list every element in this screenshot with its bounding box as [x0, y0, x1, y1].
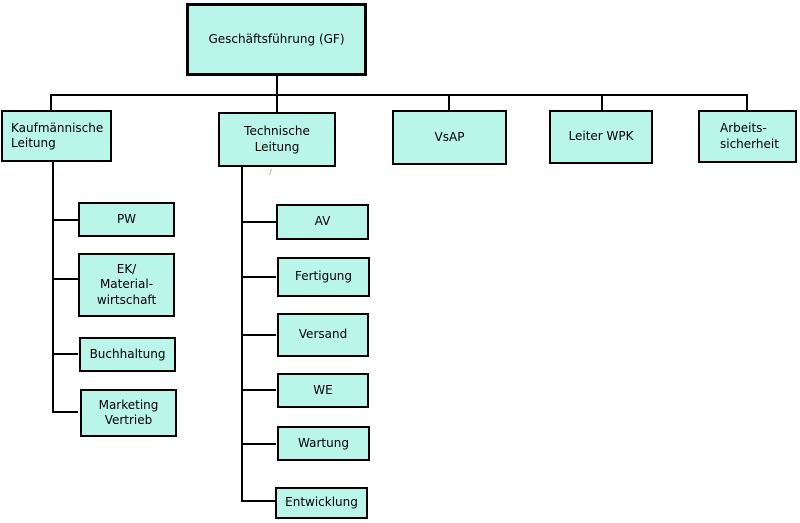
connector-stub-av: [241, 221, 276, 223]
node-fertigung: Fertigung: [277, 257, 370, 297]
node-geschaeftsfuehrung: Geschäftsführung (GF): [186, 3, 367, 76]
connector-stub-fertigung: [241, 276, 276, 278]
connector-stub-we: [241, 389, 276, 391]
node-versand-label: Versand: [298, 327, 348, 342]
node-kaufmaennische-leitung: Kaufmännische Leitung: [1, 110, 112, 162]
connector-stub-wartung: [241, 443, 276, 445]
connector-stub-entwicklung: [241, 500, 276, 502]
connector-stub-leiter-wpk: [601, 94, 603, 110]
node-leiter-wpk: Leiter WPK: [549, 110, 653, 164]
connector-stub-kaufmaennische: [50, 94, 52, 110]
node-ek-materialwirtschaft-label: EK/ Material- wirtschaft: [96, 261, 157, 307]
node-fertigung-label: Fertigung: [294, 269, 353, 284]
node-pw: PW: [78, 202, 175, 237]
node-leiter-wpk-label: Leiter WPK: [568, 129, 634, 144]
node-technische-leitung-label: Technische Leitung: [244, 124, 310, 154]
connector-trunk-kaufmaennische: [52, 162, 54, 413]
node-av-label: AV: [314, 214, 331, 229]
node-vsap: VsAP: [392, 110, 507, 165]
connector-stub-pw: [52, 219, 78, 221]
node-we: WE: [277, 373, 369, 408]
node-marketing-vertrieb-label: Marketing Vertrieb: [98, 397, 159, 428]
connector-stub-marketing: [52, 411, 78, 413]
node-entwicklung: Entwicklung: [275, 487, 368, 519]
node-buchhaltung: Buchhaltung: [79, 337, 176, 372]
node-arbeitssicherheit-label: Arbeits- sicherheit: [720, 121, 779, 151]
node-wartung: Wartung: [277, 426, 370, 461]
node-entwicklung-label: Entwicklung: [285, 495, 358, 510]
node-we-label: WE: [313, 382, 333, 397]
node-av: AV: [276, 204, 369, 240]
node-marketing-vertrieb: Marketing Vertrieb: [80, 389, 177, 437]
node-arbeitssicherheit: Arbeits- sicherheit: [698, 110, 797, 163]
connector-stub-ek: [52, 278, 78, 280]
node-ek-materialwirtschaft: EK/ Material- wirtschaft: [78, 253, 175, 317]
connector-stub-vsap: [448, 94, 450, 110]
connector-stub-buchhaltung: [52, 353, 78, 355]
node-geschaeftsfuehrung-label: Geschäftsführung (GF): [208, 31, 345, 46]
connector-stub-versand: [241, 334, 276, 336]
node-pw-label: PW: [116, 211, 137, 226]
node-vsap-label: VsAP: [434, 129, 465, 144]
stray-tick-mark: [265, 169, 272, 175]
node-buchhaltung-label: Buchhaltung: [89, 346, 166, 361]
connector-stub-arbeitssicherheit: [746, 94, 748, 110]
node-wartung-label: Wartung: [298, 435, 349, 450]
node-kaufmaennische-leitung-label: Kaufmännische Leitung: [11, 120, 104, 151]
node-technische-leitung: Technische Leitung: [218, 112, 336, 167]
connector-level2-horizontal: [50, 94, 748, 96]
node-versand: Versand: [277, 313, 369, 357]
